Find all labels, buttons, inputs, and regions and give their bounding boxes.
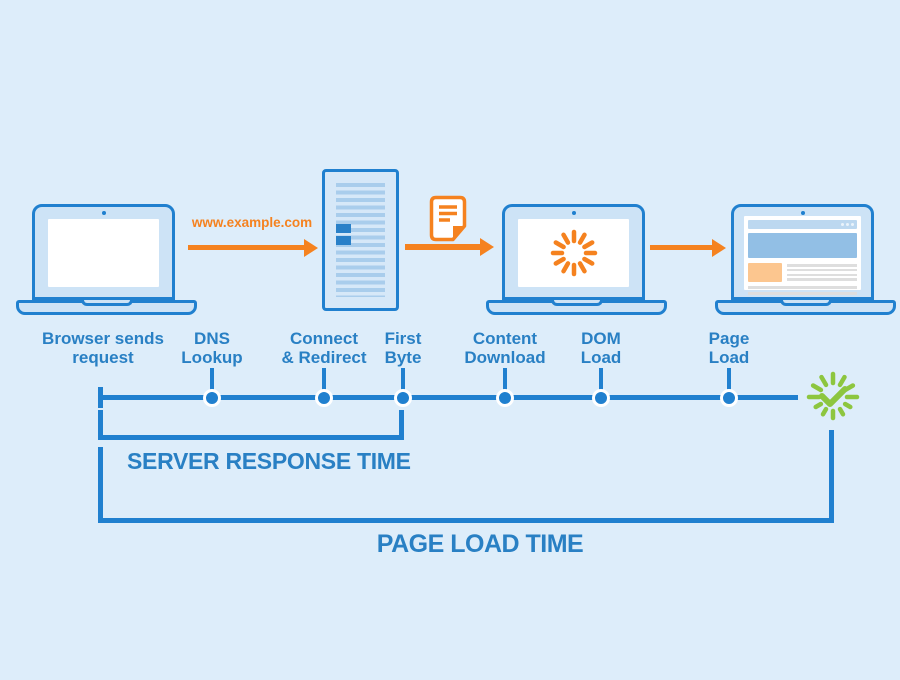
stage-label-dom-load: DOM Load xyxy=(580,329,622,367)
timeline-marker-content-download xyxy=(496,389,514,407)
request-arrow-icon xyxy=(188,238,318,257)
laptop-screen xyxy=(48,219,159,287)
page-load-time-label: PAGE LOAD TIME xyxy=(376,530,584,558)
webcam-dot-icon xyxy=(101,211,106,215)
response-arrow-icon xyxy=(405,238,494,256)
timeline-marker-page-load xyxy=(720,389,738,407)
document-icon xyxy=(429,195,467,242)
server-response-bracket-right xyxy=(399,410,404,440)
laptop-loading-spinner-icon xyxy=(486,204,667,315)
server-highlight-block xyxy=(336,236,351,245)
laptop-notch xyxy=(550,300,603,306)
stage-label-browser-sends-request: Browser sends request xyxy=(42,329,164,367)
timeline-connector xyxy=(727,368,731,398)
timeline-marker-first-byte xyxy=(394,389,412,407)
finished-check-burst-icon xyxy=(806,371,860,421)
page-load-bracket-bottom xyxy=(98,518,834,523)
stage-label-first-byte: First Byte xyxy=(384,329,422,367)
webpage-text-lines xyxy=(787,263,857,282)
webpage-hero-block xyxy=(748,233,857,258)
page-load-bracket-right xyxy=(829,430,834,523)
timeline-marker-connect-redirect xyxy=(315,389,333,407)
timeline-marker-dom-load xyxy=(592,389,610,407)
webpage-text-lines xyxy=(748,286,857,295)
server-highlight-block xyxy=(336,224,351,233)
laptop-screen xyxy=(518,219,629,287)
laptop-notch xyxy=(80,300,133,306)
stage-label-content-download: Content Download xyxy=(464,329,546,367)
arrowhead-icon xyxy=(712,238,726,257)
server-icon xyxy=(322,169,399,311)
laptop-base xyxy=(16,300,197,315)
render-arrow-icon xyxy=(650,238,726,257)
page-load-bracket-left xyxy=(98,447,103,523)
timeline-connector xyxy=(210,368,214,398)
laptop-notch xyxy=(779,300,832,306)
loading-spinner-icon xyxy=(550,229,597,277)
browser-window-dots-icon xyxy=(841,223,854,226)
webpage-image-block xyxy=(748,263,782,282)
timeline-connector xyxy=(322,368,326,398)
laptop-base xyxy=(486,300,667,315)
loaded-webpage xyxy=(744,216,861,295)
laptop-blank-screen-icon xyxy=(16,204,197,315)
server-response-bracket-bottom xyxy=(98,435,404,440)
arrowhead-icon xyxy=(304,238,318,257)
webcam-dot-icon xyxy=(800,211,805,215)
arrowhead-icon xyxy=(480,238,494,256)
timeline-marker-dns-lookup xyxy=(203,389,221,407)
timeline-connector xyxy=(599,368,603,398)
stage-label-page-load: Page Load xyxy=(708,329,750,367)
timeline xyxy=(100,395,798,400)
browser-topbar xyxy=(748,220,857,229)
webcam-dot-icon xyxy=(571,211,576,215)
laptop-base xyxy=(715,300,896,315)
server-response-bracket-left xyxy=(98,410,103,440)
laptop-loaded-page-icon xyxy=(715,204,896,315)
timeline-connector xyxy=(401,368,405,398)
timeline-connector xyxy=(503,368,507,398)
stage-label-dns-lookup: DNS Lookup xyxy=(181,329,243,367)
server-response-time-label: SERVER RESPONSE TIME xyxy=(127,448,411,474)
stage-label-connect-redirect: Connect & Redirect xyxy=(281,329,367,367)
request-url-label: www.example.com xyxy=(191,215,313,230)
